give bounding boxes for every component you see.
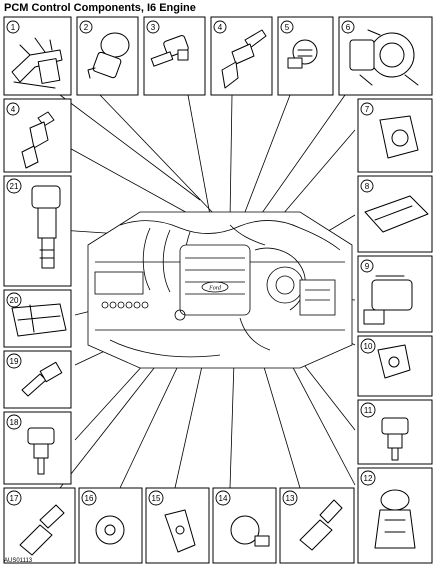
callout-18: 18 (6, 414, 22, 430)
callout-21: 21 (6, 178, 22, 194)
callout-9: 9 (360, 259, 374, 273)
part-8-pcm (364, 195, 429, 233)
battery (299, 279, 336, 316)
callout-7: 7 (360, 102, 374, 116)
svg-text:11: 11 (364, 406, 373, 415)
part-4b-sensor (21, 111, 55, 169)
callout-12: 12 (360, 470, 376, 486)
svg-text:2: 2 (84, 23, 89, 32)
callout-1: 1 (6, 20, 20, 34)
callout-4b: 4 (6, 102, 20, 116)
svg-text:4: 4 (11, 105, 16, 114)
callout-5: 5 (280, 20, 294, 34)
callout-14: 14 (215, 490, 231, 506)
leader-1 (59, 94, 201, 201)
svg-text:6: 6 (346, 23, 351, 32)
part-21-coil (31, 185, 61, 269)
svg-text:7: 7 (365, 105, 370, 114)
svg-text:13: 13 (286, 494, 295, 503)
svg-text:19: 19 (10, 357, 19, 366)
callout-20: 20 (6, 292, 22, 308)
leader-5 (239, 94, 291, 226)
part-18-sensor (27, 427, 55, 475)
part-19-sensor (21, 361, 63, 397)
callout-15: 15 (148, 490, 164, 506)
svg-text:3: 3 (151, 23, 156, 32)
engine-illustration: Ford (87, 211, 353, 369)
svg-text:5: 5 (285, 23, 290, 32)
svg-text:20: 20 (10, 296, 19, 305)
callout-19: 19 (6, 353, 22, 369)
svg-text:14: 14 (219, 494, 228, 503)
part-6-throttle-body (349, 29, 419, 86)
callout-4a: 4 (213, 20, 227, 34)
part-20-module (11, 303, 67, 337)
callout-2: 2 (79, 20, 93, 34)
part-3-sensor (150, 35, 189, 67)
svg-text:16: 16 (85, 494, 94, 503)
svg-text:8: 8 (365, 182, 370, 191)
svg-text:12: 12 (364, 474, 373, 483)
leader-3 (187, 94, 211, 216)
part-16-sensor (95, 515, 125, 545)
svg-text:9: 9 (365, 262, 370, 271)
svg-text:21: 21 (10, 182, 19, 191)
leader-4b (54, 139, 201, 221)
cam-cover (179, 244, 251, 316)
ford-badge-text: Ford (208, 286, 222, 292)
part-2-sensor (87, 32, 130, 79)
part-17-injector (19, 504, 65, 556)
coil-row (101, 301, 149, 309)
leader-4a (229, 94, 233, 221)
svg-text:17: 17 (10, 494, 19, 503)
svg-text:15: 15 (152, 494, 161, 503)
part-13-injector (299, 499, 343, 551)
svg-text:1: 1 (11, 23, 16, 32)
ford-oval (201, 281, 229, 293)
callout-8: 8 (360, 179, 374, 193)
leader-2 (99, 94, 216, 216)
part-5-sensor (287, 39, 318, 69)
callout-17: 17 (6, 490, 22, 506)
figure-reference: AUS01113 (4, 558, 33, 564)
callout-10: 10 (360, 338, 376, 354)
callout-6: 6 (341, 20, 355, 34)
part-12-regulator (374, 489, 416, 549)
leader-6 (249, 94, 346, 231)
part-9-actuator (363, 275, 413, 325)
callout-16: 16 (81, 490, 97, 506)
part-11-switch (381, 417, 409, 461)
part-4a-sensor (221, 29, 267, 89)
figure-title: PCM Control Components, I6 Engine (4, 2, 196, 14)
callout-11: 11 (360, 402, 376, 418)
part-1-bracket (11, 37, 63, 89)
part-7-sensor (379, 115, 419, 159)
part-15-sensor (164, 509, 196, 553)
svg-text:4: 4 (218, 23, 223, 32)
callout-3: 3 (146, 20, 160, 34)
part-10-sensor (377, 344, 411, 379)
callout-13: 13 (282, 490, 298, 506)
svg-text:18: 18 (10, 418, 19, 427)
part-14-sensor (230, 515, 270, 547)
air-box (94, 271, 144, 295)
svg-text:10: 10 (364, 342, 373, 351)
